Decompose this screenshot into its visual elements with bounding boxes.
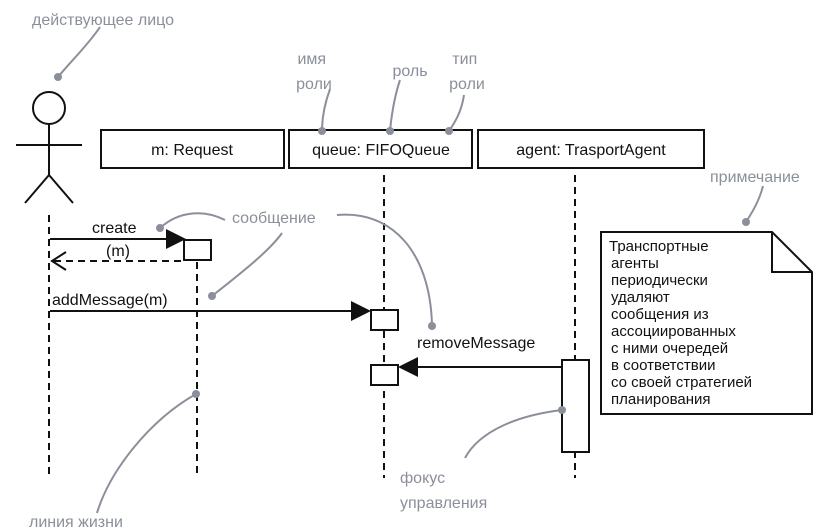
note-line: в соответствии <box>611 357 715 374</box>
message-return-label: (m) <box>106 243 130 260</box>
message-add-label: addMessage(m) <box>52 292 168 309</box>
leader-msg-remove <box>336 213 433 326</box>
annotation-role-type: тип роли <box>449 51 485 93</box>
object-label-agent: agent: TrasportAgent <box>516 142 666 159</box>
object-label-request: m: Request <box>151 142 233 159</box>
leader-msg-create <box>159 212 226 229</box>
message-remove <box>398 357 562 377</box>
annotation-role-name-line1: имя <box>297 51 326 68</box>
leader-msg-add <box>211 232 283 297</box>
leader-lifeline <box>96 393 197 514</box>
annotation-message: сообщение <box>232 210 316 227</box>
annotation-lifeline: линия жизни <box>29 514 123 531</box>
actor-figure <box>16 91 82 204</box>
activation-queue-1 <box>370 309 399 331</box>
note-line: периодически <box>611 272 708 289</box>
annotation-role-name-line2: роли <box>296 76 332 93</box>
focus-of-control-agent <box>561 359 590 453</box>
note-line: планирования <box>611 391 711 408</box>
leader-role <box>389 79 401 132</box>
annotation-dots <box>54 73 750 414</box>
object-box-agent <box>477 129 705 169</box>
annotation-focus-line2: управления <box>400 495 487 512</box>
annotation-focus-line1: фокус <box>400 470 445 487</box>
note-line: ассоциированных <box>611 323 736 340</box>
leader-role-name <box>321 88 331 132</box>
note-line: Транспортные <box>609 238 709 255</box>
annotation-role-name: имя роли <box>296 51 332 93</box>
message-create-label: create <box>92 220 137 237</box>
annotation-note: примечание <box>710 169 800 186</box>
note-line: со своей стратегией <box>611 374 752 391</box>
leader-role-type <box>448 94 465 132</box>
annotation-role-type-line2: роли <box>449 76 485 93</box>
annotation-role: роль <box>392 63 427 80</box>
annotation-role-type-line1: тип <box>452 51 477 68</box>
activation-request <box>183 239 212 261</box>
note-text: Транспортные агенты периодически удаляют… <box>609 238 756 408</box>
note-line: агенты <box>611 255 659 272</box>
leader-focus <box>464 409 563 459</box>
message-return <box>50 251 184 271</box>
note-box <box>600 231 813 415</box>
annotation-actor: действующее лицо <box>32 12 174 29</box>
note-line: с ними очередей <box>611 340 728 357</box>
activation-queue-2 <box>370 364 399 386</box>
object-box-request <box>100 129 285 169</box>
object-label-queue: queue: FIFOQueue <box>312 142 450 159</box>
object-box-queue <box>288 129 473 169</box>
message-remove-label: removeMessage <box>417 335 535 352</box>
note-line: сообщения из <box>611 306 709 323</box>
annotation-focus: фокус управления <box>400 470 487 512</box>
leader-actor <box>57 26 101 78</box>
message-add <box>50 301 371 321</box>
note-line: удаляют <box>611 289 670 306</box>
leader-note <box>745 185 764 223</box>
message-create <box>50 229 186 249</box>
